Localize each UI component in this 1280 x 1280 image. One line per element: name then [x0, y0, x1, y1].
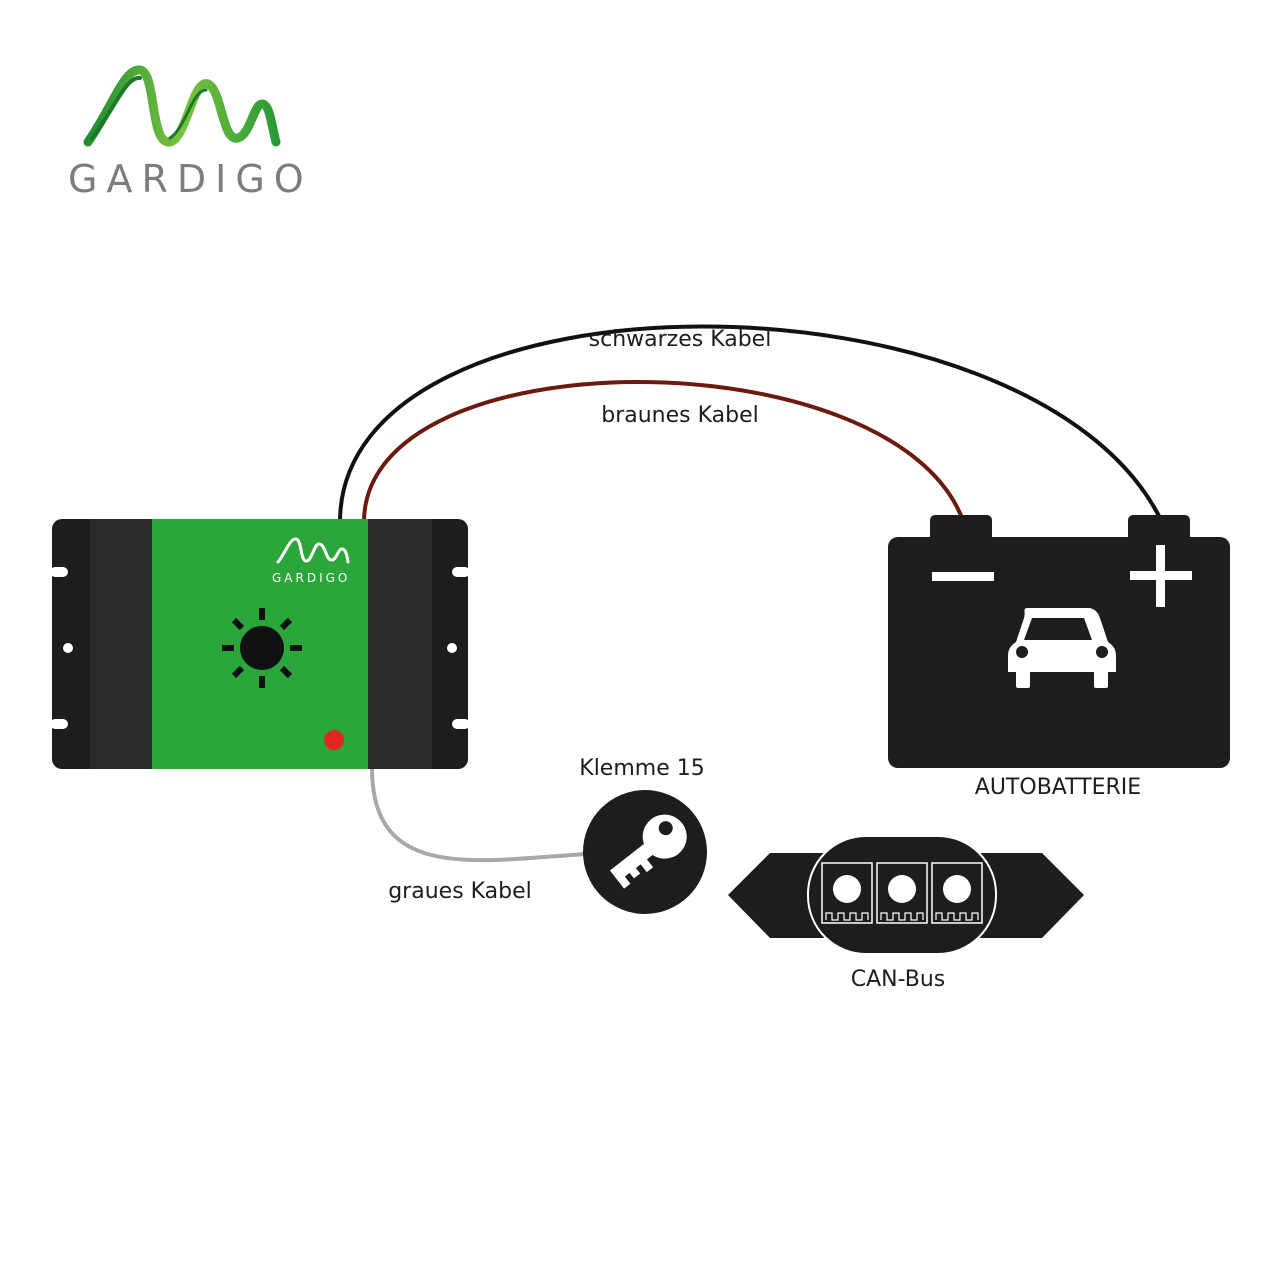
battery-label: AUTOBATTERIE [975, 775, 1141, 800]
canbus-pins [821, 862, 983, 924]
ignition-key-badge [583, 790, 707, 914]
canbus-connector [728, 835, 1084, 955]
grey-cable [370, 767, 587, 863]
sun-icon [222, 608, 302, 688]
gardigo-wave-icon [83, 65, 281, 147]
device-brand-text: GARDIGO [272, 571, 350, 585]
device-side-left [90, 519, 152, 769]
grey-cable-label: graues Kabel [388, 879, 532, 904]
battery-minus-sign [932, 572, 994, 581]
canbus-label: CAN-Bus [851, 967, 946, 992]
black-cable [338, 324, 1162, 523]
terminal-label: Klemme 15 [579, 756, 704, 781]
black-cable-label: schwarzes Kabel [589, 327, 772, 352]
brown-cable-label: braunes Kabel [601, 403, 759, 428]
status-led [324, 730, 344, 750]
battery-plus-sign-vertical [1156, 545, 1165, 607]
car-battery [888, 515, 1230, 768]
gardigo-wave-icon [276, 537, 350, 564]
mounting-holes [50, 567, 470, 729]
device-side-right [368, 519, 432, 769]
brown-cable [362, 380, 964, 523]
key-icon [609, 814, 687, 889]
gardigo-device: GARDIGO [50, 519, 470, 769]
car-icon [1008, 608, 1116, 688]
logo-brand-text: GARDIGO [68, 157, 313, 201]
gardigo-logo: GARDIGO [68, 65, 313, 201]
